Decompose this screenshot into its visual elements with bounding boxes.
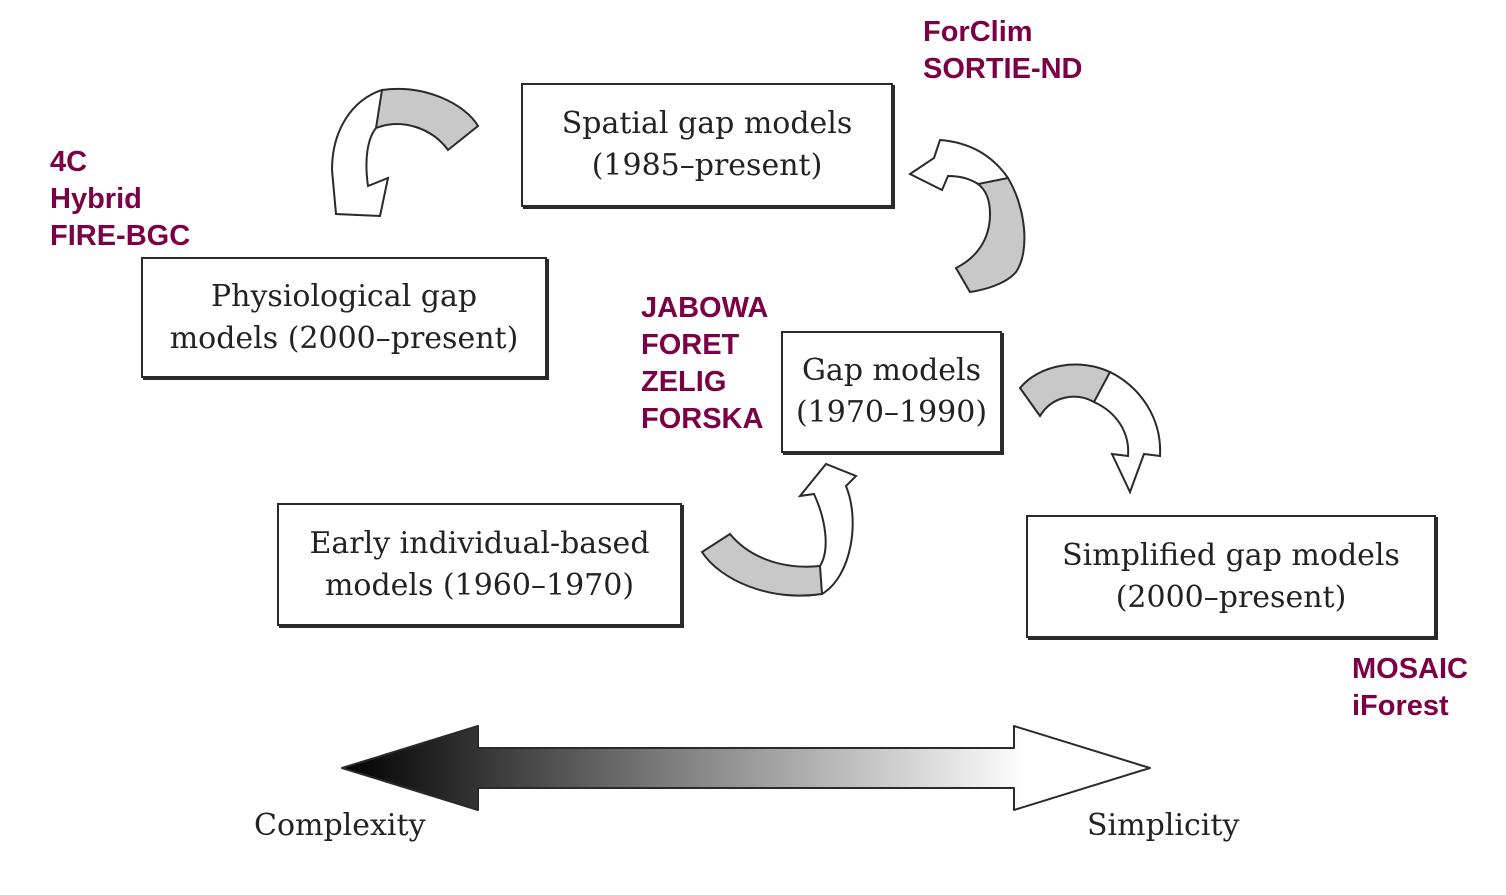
model-labels-spatial: ForClim SORTIE-ND — [923, 14, 1083, 88]
box-line-2: (2000–present) — [1115, 579, 1347, 615]
model-label: ForClim — [923, 16, 1033, 48]
box-spatial-gap-models: Spatial gap models (1985–present) — [521, 83, 893, 207]
complexity-simplicity-axis-arrow — [341, 725, 1151, 811]
axis-label-simplicity: Simplicity — [1087, 808, 1240, 843]
model-label: FORSKA — [641, 403, 764, 435]
model-label: MOSAIC — [1352, 653, 1468, 685]
box-gap-models: Gap models (1970–1990) — [781, 331, 1002, 453]
box-line-1: Gap models — [801, 353, 982, 388]
curved-arrow-gap-to-simplified — [1018, 363, 1162, 495]
model-label: FORET — [641, 329, 740, 361]
model-label: JABOWA — [641, 292, 769, 324]
box-physiological-gap-models: Physiological gap models (2000–present) — [141, 257, 547, 378]
model-label: ZELIG — [641, 366, 727, 398]
curved-arrow-gap-to-spatial — [908, 138, 1026, 294]
model-label: iForest — [1352, 690, 1449, 722]
box-line-1: Physiological gap — [210, 278, 478, 314]
model-label: FIRE-BGC — [50, 220, 191, 252]
box-line-2: (1970–1990) — [795, 395, 988, 430]
box-line-1: Spatial gap models — [561, 106, 853, 141]
box-line-1: Simplified gap models — [1062, 537, 1400, 573]
axis-label-complexity: Complexity — [254, 808, 426, 843]
curved-arrow-spatial-to-physiological — [330, 87, 480, 218]
model-label: Hybrid — [50, 183, 142, 215]
box-simplified-gap-models: Simplified gap models (2000–present) — [1026, 515, 1436, 638]
box-early-individual-based-models: Early individual-based models (1960–1970… — [277, 503, 682, 626]
model-label: 4C — [50, 146, 88, 178]
model-labels-gap: JABOWA FORET ZELIG FORSKA — [641, 290, 768, 438]
box-line-1: Early individual-based — [309, 525, 650, 561]
model-labels-simplified: MOSAIC iForest — [1352, 651, 1468, 725]
model-label: SORTIE-ND — [923, 53, 1083, 85]
model-labels-physiological: 4C Hybrid FIRE-BGC — [50, 144, 190, 255]
curved-arrow-early-to-gap — [700, 462, 858, 597]
box-line-2: models (1960–1970) — [324, 567, 635, 603]
box-line-2: (1985–present) — [591, 148, 823, 183]
box-line-2: models (2000–present) — [169, 320, 519, 356]
